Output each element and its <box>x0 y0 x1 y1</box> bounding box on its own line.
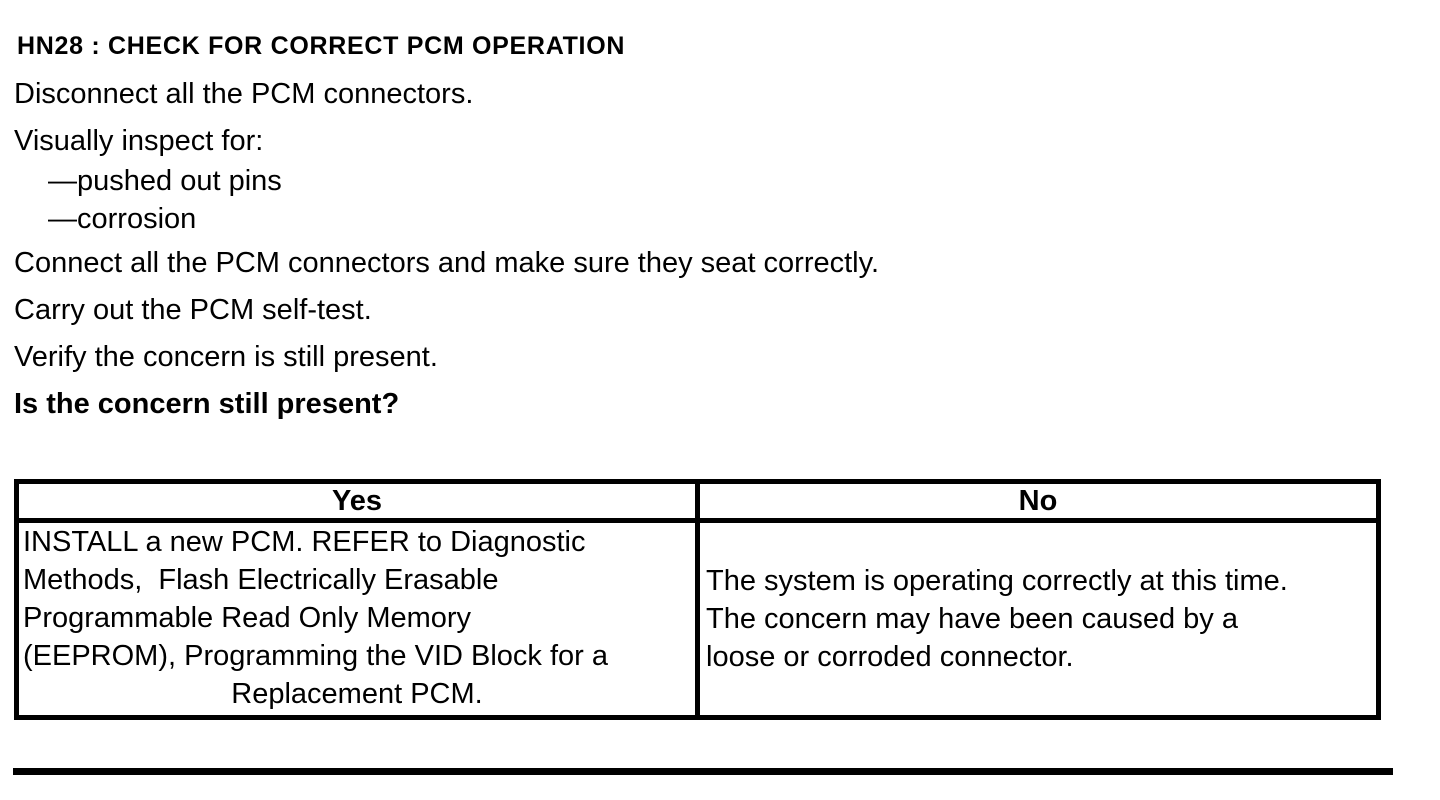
decision-table-body-row: INSTALL a new PCM. REFER to Diagnostic M… <box>14 518 1381 720</box>
yes-action-cell: INSTALL a new PCM. REFER to Diagnostic M… <box>14 518 700 720</box>
inspect-item-pushed-pins: —pushed out pins <box>48 165 282 197</box>
decision-question: Is the concern still present? <box>14 388 400 420</box>
procedure-heading: HN28 : CHECK FOR CORRECT PCM OPERATION <box>17 32 626 60</box>
yes-action-line: Programmable Read Only Memory <box>23 602 472 634</box>
decision-table-header-row: Yes No <box>14 479 1381 523</box>
yes-action-line: Methods, Flash Electrically Erasable <box>23 564 499 596</box>
step-connect: Connect all the PCM connectors and make … <box>14 247 880 279</box>
no-header-cell: No <box>695 479 1381 523</box>
no-action-cell: The system is operating correctly at thi… <box>695 518 1381 720</box>
step-disconnect: Disconnect all the PCM connectors. <box>14 78 474 110</box>
yes-header-cell: Yes <box>14 479 700 523</box>
yes-action-line: INSTALL a new PCM. REFER to Diagnostic <box>23 526 586 558</box>
step-inspect: Visually inspect for: <box>14 125 264 157</box>
step-selftest: Carry out the PCM self-test. <box>14 294 372 326</box>
no-action-line: The system is operating correctly at thi… <box>706 565 1288 597</box>
yes-action-line: (EEPROM), Programming the VID Block for … <box>23 640 608 672</box>
inspect-item-corrosion: —corrosion <box>48 203 197 235</box>
no-action-line: The concern may have been caused by a <box>706 603 1238 635</box>
decision-table: Yes No INSTALL a new PCM. REFER to Diagn… <box>14 479 1381 720</box>
no-action-line: loose or corroded connector. <box>706 641 1074 673</box>
yes-action-line: Replacement PCM. <box>231 678 483 710</box>
step-verify: Verify the concern is still present. <box>14 341 438 373</box>
page-bottom-divider <box>13 768 1393 775</box>
